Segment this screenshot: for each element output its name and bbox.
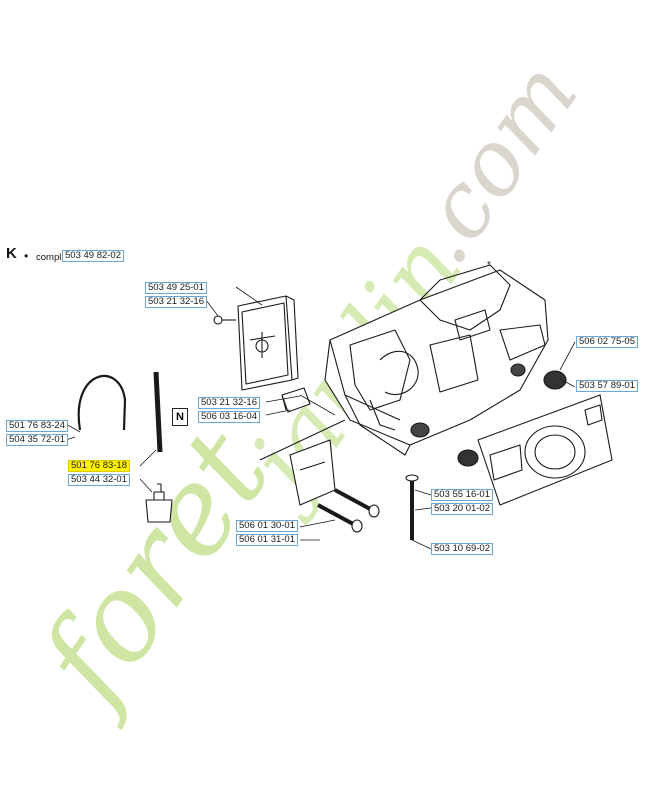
- part-label-2[interactable]: 503 21 32-16: [145, 296, 207, 308]
- leader-lines: [65, 286, 576, 550]
- bracket: [259, 419, 346, 506]
- box-n-marker: N: [172, 408, 188, 426]
- section-bullet: •: [24, 249, 29, 263]
- part-label-14[interactable]: 503 20 01-02: [431, 503, 493, 515]
- part-label-10[interactable]: 506 01 31-01: [236, 534, 298, 546]
- part-label-4[interactable]: 506 03 16-04: [198, 411, 260, 423]
- compl-label: compl: [36, 252, 62, 263]
- fuel-filter: [145, 483, 173, 523]
- side-plate: [477, 394, 613, 506]
- cover-plate: [237, 295, 299, 391]
- screw-small: [213, 315, 236, 325]
- part-label-15[interactable]: 503 10 69-02: [431, 543, 493, 555]
- section-letter: K: [6, 245, 17, 262]
- compl-part-number[interactable]: 503 49 82-02: [62, 250, 124, 262]
- chain-housing: [324, 264, 549, 456]
- part-label-6[interactable]: 504 35 72-01: [6, 434, 68, 446]
- part-label-12[interactable]: 503 57 89-01: [576, 380, 638, 392]
- part-label-9[interactable]: 506 01 30-01: [236, 520, 298, 532]
- housing-studs: [410, 363, 567, 467]
- part-label-5[interactable]: 501 76 83-24: [6, 420, 68, 432]
- part-label-7-highlighted[interactable]: 501 76 83-18: [68, 460, 130, 472]
- part-label-3[interactable]: 503 21 32-16: [198, 397, 260, 409]
- hose-loop: [77, 374, 127, 431]
- rubber-strip: [153, 371, 163, 453]
- part-label-8[interactable]: 503 44 32-01: [68, 474, 130, 486]
- bolt-long: [405, 474, 419, 540]
- star-marker: *: [487, 260, 491, 271]
- bolt-pair: [317, 488, 380, 533]
- catcher-block: [281, 387, 311, 413]
- part-label-13[interactable]: 503 55 16-01: [431, 489, 493, 501]
- part-label-1[interactable]: 503 49 25-01: [145, 282, 207, 294]
- part-label-11[interactable]: 506 02 75-05: [576, 336, 638, 348]
